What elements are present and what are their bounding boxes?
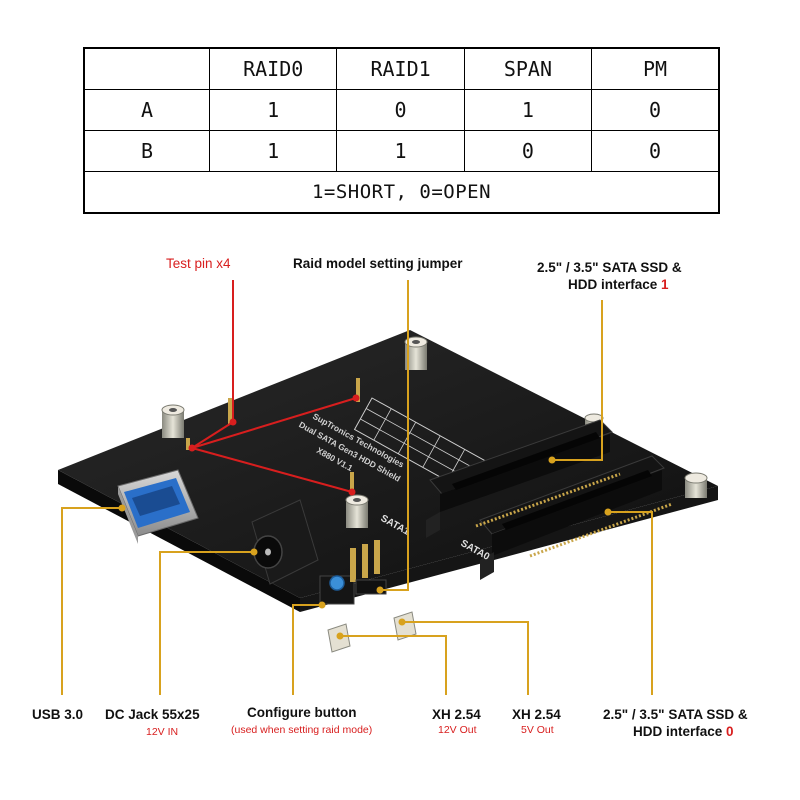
- test-pin-label: Test pin x4: [166, 256, 231, 271]
- xh-5v-label: XH 2.54: [512, 707, 561, 722]
- sata-pins-0: [529, 502, 673, 558]
- standoff-right: [684, 472, 708, 498]
- sata1-label-line2: HDD interface 1: [568, 277, 669, 292]
- table-legend-row: 1=SHORT, 0=OPEN: [83, 171, 720, 214]
- xh-header-5v: [393, 611, 417, 641]
- table-cell: 1: [208, 130, 338, 172]
- sata-pins-1: [475, 472, 621, 528]
- callout-dots: [118, 456, 612, 640]
- xh-12v-label: XH 2.54: [432, 707, 481, 722]
- table-cell: A: [83, 89, 210, 131]
- standoff-left: [161, 404, 185, 438]
- sata1-label-text: HDD interface: [568, 277, 662, 292]
- sata1-label-index: 1: [661, 277, 669, 292]
- sata0-label-line1: 2.5" / 3.5" SATA SSD &: [603, 707, 748, 722]
- xh-12v-sublabel: 12V Out: [438, 724, 477, 736]
- xh-5v-sublabel: 5V Out: [521, 724, 554, 736]
- usb-label: USB 3.0: [32, 707, 84, 722]
- dc-jack-label: DC Jack 55x25: [105, 707, 200, 722]
- test-pins: [186, 378, 360, 494]
- raid-jumper-label: Raid model setting jumper: [293, 256, 463, 271]
- dc-jack-sublabel: 12V IN: [146, 726, 179, 738]
- configure-button-part: [319, 575, 355, 605]
- sata1-label-line1: 2.5" / 3.5" SATA SSD &: [537, 260, 682, 275]
- raid-mode-table: RAID0 RAID1 SPAN PM A 1 0 1 0 B 1 1 0 0 …: [83, 47, 720, 214]
- sata0-label-index: 0: [726, 724, 734, 739]
- sata-connector-1: [426, 419, 613, 538]
- usb-port: [117, 469, 199, 544]
- table-cell: 1: [208, 89, 338, 131]
- dc-jack: [251, 499, 319, 585]
- table-header-cell: SPAN: [463, 47, 593, 90]
- table-cell: 0: [591, 130, 720, 172]
- table-legend: 1=SHORT, 0=OPEN: [83, 171, 720, 214]
- standoff-top: [404, 336, 428, 370]
- table-header-cell: PM: [591, 47, 720, 90]
- table-header-cell: RAID0: [208, 47, 338, 90]
- configure-button-sublabel: (used when setting raid mode): [231, 724, 373, 736]
- pcb-board: [58, 330, 718, 598]
- sata0-label-line2: HDD interface 0: [633, 724, 734, 739]
- sata0-label-text: HDD interface: [633, 724, 727, 739]
- table-row: B 1 1 0 0: [83, 130, 720, 172]
- callout-lines: [61, 280, 653, 695]
- sata-connector-0: [479, 455, 665, 580]
- table-cell: B: [83, 130, 210, 172]
- test-pin-dots: [188, 394, 360, 496]
- board-edge: [58, 470, 300, 612]
- table-row: A 1 0 1 0: [83, 89, 720, 131]
- test-pin-callout-lines: [191, 280, 357, 493]
- configure-button-label: Configure button: [247, 705, 357, 720]
- table-cell: 1: [336, 130, 465, 172]
- standoff-front: [345, 494, 369, 528]
